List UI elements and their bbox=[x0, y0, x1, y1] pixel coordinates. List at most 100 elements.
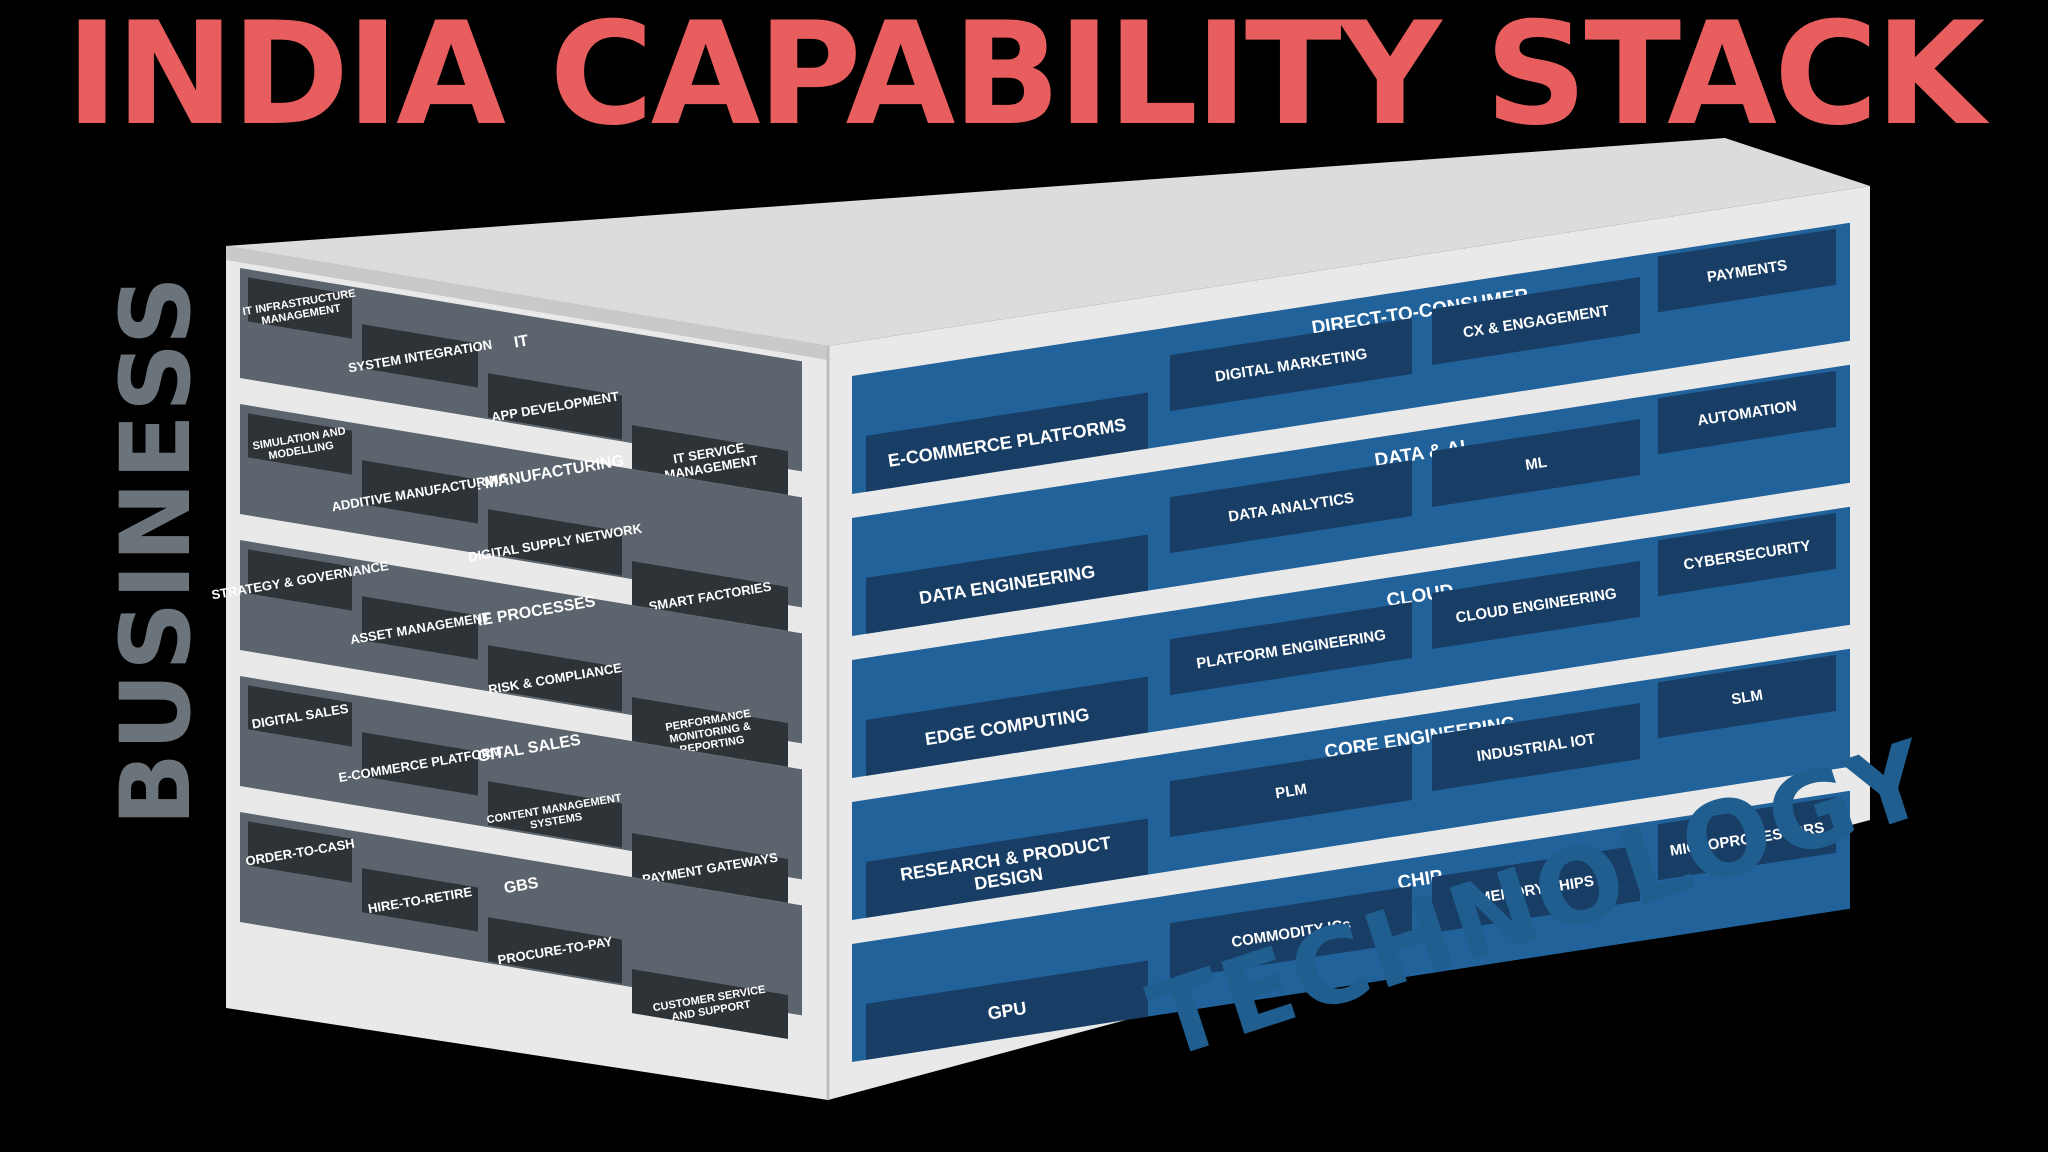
technology-tile-box bbox=[866, 676, 1148, 776]
business-tile-box bbox=[632, 833, 788, 904]
technology-tile-label: SLM bbox=[1730, 687, 1764, 709]
business-tile-box bbox=[248, 821, 352, 883]
business-tile-app-development: APP DEVELOPMENT bbox=[488, 373, 622, 440]
technology-tile-digital-marketing: DIGITAL MARKETING bbox=[1170, 318, 1412, 412]
technology-tile-cloud-engineering: CLOUD ENGINEERING bbox=[1432, 561, 1640, 649]
technology-tile-label-group: ML bbox=[1524, 454, 1548, 474]
business-tile-box bbox=[248, 277, 352, 339]
technology-tile-box bbox=[1658, 228, 1836, 313]
business-tile-hire-to-retire: HIRE-TO-RETIRE bbox=[362, 868, 478, 932]
business-tile-box bbox=[248, 413, 352, 475]
business-tile-risk-and-compliance: RISK & COMPLIANCE bbox=[487, 645, 623, 712]
technology-tile-box bbox=[1658, 654, 1836, 739]
technology-tile-microprocessors: MICROPROCESSORS bbox=[1658, 796, 1836, 881]
business-layer-title-group: GBS bbox=[503, 875, 540, 898]
technology-tile-automation: AUTOMATION bbox=[1658, 370, 1836, 455]
technology-tile-box bbox=[866, 392, 1148, 492]
technology-tile-label: ML bbox=[1524, 454, 1548, 474]
technology-tile-cybersecurity: CYBERSECURITY bbox=[1658, 512, 1836, 597]
technology-tile-box bbox=[866, 534, 1148, 634]
technology-tile-cx-and-engagement: CX & ENGAGEMENT bbox=[1432, 277, 1640, 365]
technology-side-label: TECHNOLOGY bbox=[1136, 717, 1944, 1083]
business-tile-box bbox=[488, 781, 622, 848]
business-layer-title: IT bbox=[513, 332, 530, 351]
business-layer-gbs: GBS ORDER-TO-CASHHIRE-TO-RETIREPROCURE-TO… bbox=[240, 812, 802, 1040]
technology-tile-label-group: SLM bbox=[1730, 687, 1764, 709]
technology-tile-box bbox=[1170, 602, 1412, 696]
business-panel bbox=[240, 404, 802, 608]
business-label-text: BUSINESS bbox=[100, 274, 212, 826]
business-panel bbox=[240, 540, 802, 744]
business-tile-content-management-systems: CONTENT MANAGEMENTSYSTEMS bbox=[486, 781, 623, 848]
technology-tile-edge-computing: EDGE COMPUTING bbox=[866, 676, 1148, 776]
business-tile-system-integration: SYSTEM INTEGRATION bbox=[347, 324, 493, 388]
business-panel bbox=[240, 268, 802, 472]
technology-tile-box bbox=[1658, 796, 1836, 881]
business-tile-box bbox=[632, 697, 788, 768]
technology-tile-box bbox=[1432, 419, 1640, 507]
business-tile-e-commerce-platform: E-COMMERCE PLATFORM bbox=[337, 732, 503, 796]
business-tile-procure-to-pay: PROCURE-TO-PAY bbox=[488, 917, 622, 984]
business-tile-box bbox=[362, 324, 478, 388]
technology-tile-research-and-product-design: RESEARCH & PRODUCTDESIGN bbox=[866, 818, 1148, 918]
business-tile-box bbox=[362, 868, 478, 932]
business-tile-order-to-cash: ORDER-TO-CASH bbox=[244, 821, 356, 883]
technology-tile-gpu: GPU bbox=[866, 960, 1148, 1060]
technology-tile-data-analytics: DATA ANALYTICS bbox=[1170, 460, 1412, 554]
technology-tile-data-engineering: DATA ENGINEERING bbox=[866, 534, 1148, 634]
business-panel bbox=[240, 812, 802, 1016]
technology-tile-box bbox=[1432, 277, 1640, 365]
technology-tile-memory-chips: MEMORY CHIPS bbox=[1432, 845, 1640, 933]
page-title: INDIA CAPABILITY STACK bbox=[65, 0, 1986, 157]
box-top-face bbox=[226, 138, 1870, 346]
technology-tile-box bbox=[1658, 370, 1836, 455]
box-left-face-shade bbox=[226, 246, 828, 360]
business-tile-box bbox=[248, 549, 352, 611]
business-panel bbox=[240, 676, 802, 880]
technology-tile-box bbox=[1658, 512, 1836, 597]
business-tile-payment-gateways: PAYMENT GATEWAYS bbox=[632, 833, 788, 904]
technology-tile-box bbox=[866, 960, 1148, 1060]
technology-tile-ml: ML bbox=[1432, 419, 1640, 507]
technology-tile-industrial-iot: INDUSTRIAL IOT bbox=[1432, 703, 1640, 791]
technology-tile-box bbox=[1170, 886, 1412, 980]
business-side-label: BUSINESS bbox=[100, 274, 212, 826]
business-tile-box bbox=[362, 732, 478, 796]
technology-tile-box bbox=[1432, 561, 1640, 649]
technology-tile-platform-engineering: PLATFORM ENGINEERING bbox=[1170, 602, 1412, 696]
technology-tile-box bbox=[1170, 744, 1412, 838]
business-tile-box bbox=[488, 917, 622, 984]
business-tile-digital-sales: DIGITAL SALES bbox=[248, 685, 352, 747]
business-tile-box bbox=[488, 509, 622, 576]
technology-tile-commodity-ics: COMMODITY ICs bbox=[1170, 886, 1412, 980]
business-layer-title: GBS bbox=[503, 875, 540, 898]
technology-tile-box bbox=[1170, 460, 1412, 554]
business-layer-title-group: IT bbox=[513, 332, 530, 351]
business-tile-it-infrastructure-management: IT INFRASTRUCTUREMANAGEMENT bbox=[242, 277, 356, 339]
technology-tile-box bbox=[1432, 703, 1640, 791]
business-tile-box bbox=[632, 561, 788, 632]
business-tile-smart-factories: SMART FACTORIES bbox=[632, 561, 788, 632]
business-tile-box bbox=[488, 645, 622, 712]
business-tile-box bbox=[362, 596, 478, 660]
technology-tile-box bbox=[866, 818, 1148, 918]
business-tile-box bbox=[248, 685, 352, 747]
technology-tile-label: PLM bbox=[1274, 781, 1308, 803]
business-tile-box bbox=[488, 373, 622, 440]
business-tile-performance-monitoring-and-reporting: PERFORMANCEMONITORING &REPORTING bbox=[632, 697, 788, 768]
technology-tile-label-group: PLM bbox=[1274, 781, 1308, 803]
business-tile-digital-supply-network: DIGITAL SUPPLY NETWORK bbox=[467, 509, 644, 576]
business-tile-simulation-and-modelling: SIMULATION ANDMODELLING bbox=[248, 413, 352, 475]
